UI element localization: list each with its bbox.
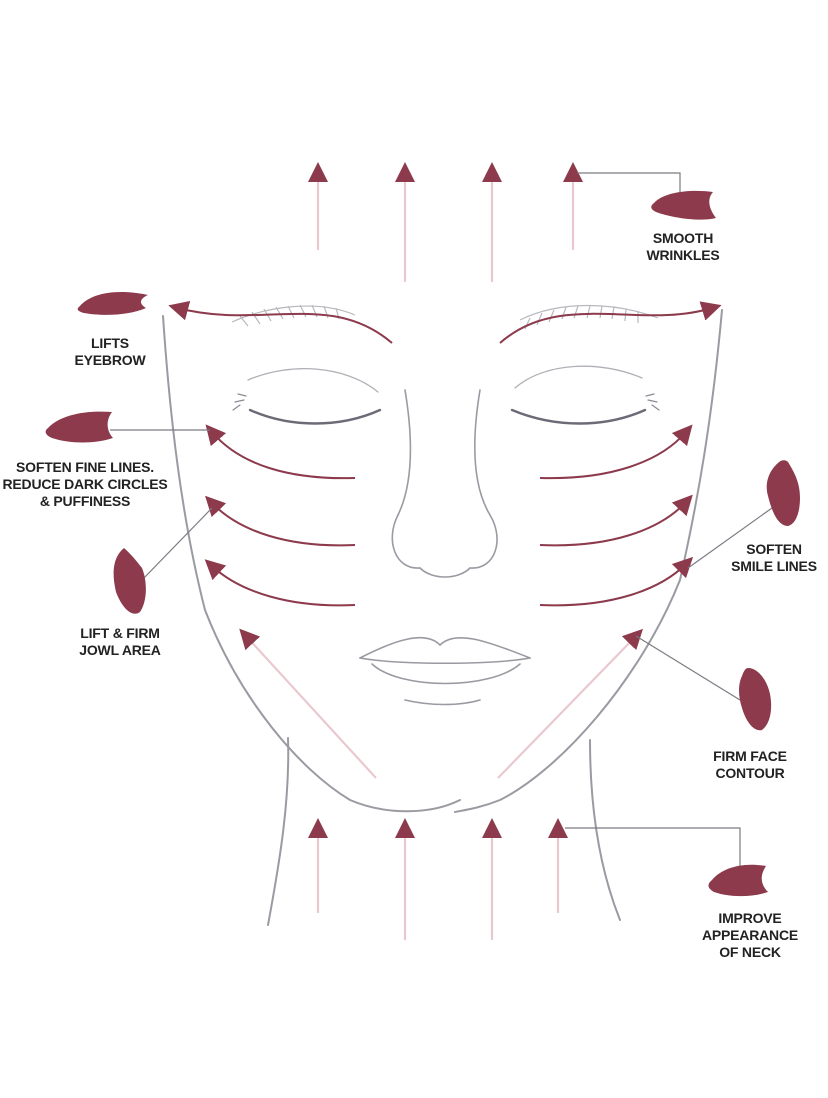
label-lifts-eyebrow: LIFTS EYEBROW — [55, 335, 165, 369]
leader-jowl — [141, 507, 213, 581]
leader-smile-lines — [687, 507, 773, 569]
label-line: SOFTEN FINE LINES. — [16, 459, 154, 475]
eyebrows — [231, 304, 659, 330]
neck-left — [267, 737, 290, 926]
leader-smooth-wrinkles — [577, 172, 681, 195]
brow-arrow-left — [168, 300, 393, 344]
jaw-arrow-right — [497, 628, 643, 779]
gua-sha-stone-icon — [113, 548, 146, 614]
label-firm-face-contour: FIRM FACE CONTOUR — [695, 748, 805, 782]
gua-sha-stone-icon — [651, 190, 716, 220]
label-line: FIRM FACE — [713, 748, 787, 764]
cheek-arrows — [204, 424, 694, 607]
cheek-arrow-left — [205, 495, 356, 547]
gua-sha-stone-icon — [77, 292, 148, 315]
cheek-arrow-left — [205, 424, 356, 480]
label-line: LIFT & FIRM — [80, 625, 160, 641]
forehead-arrows — [308, 162, 583, 282]
label-line: & PUFFINESS — [39, 493, 131, 509]
face-right-edge — [454, 309, 723, 813]
label-line: JOWL AREA — [79, 642, 161, 658]
jaw-arrows — [239, 628, 643, 779]
leader-lines — [110, 172, 773, 868]
gua-sha-stones — [45, 190, 800, 897]
leader-neck — [565, 827, 741, 868]
eyebrow-right — [519, 304, 659, 330]
label-line: WRINKLES — [646, 247, 720, 263]
label-line: SMILE LINES — [731, 558, 817, 574]
label-improve-neck: IMPROVE APPEARANCE OF NECK — [690, 910, 810, 961]
label-smooth-wrinkles: SMOOTH WRINKLES — [628, 230, 738, 264]
label-line: APPEARANCE — [701, 927, 798, 943]
leader-firm-contour — [635, 635, 741, 701]
gua-sha-stone-icon — [45, 411, 113, 443]
lashes-left — [232, 393, 247, 411]
nose — [391, 389, 498, 578]
cheek-arrow-right — [539, 424, 693, 480]
brow-arrow-right — [499, 301, 722, 344]
label-line: SOFTEN — [746, 541, 802, 557]
eye-lid-left — [247, 368, 379, 393]
cheek-arrow-right — [539, 556, 694, 607]
label-line: IMPROVE — [718, 910, 782, 926]
label-lift-firm-jowl: LIFT & FIRM JOWL AREA — [65, 625, 175, 659]
jaw-arrow-left — [239, 628, 377, 779]
label-line: REDUCE DARK CIRCLES — [2, 476, 168, 492]
label-line: OF NECK — [719, 944, 781, 960]
cheek-arrow-right — [539, 494, 693, 547]
mouth — [359, 636, 531, 706]
face-outline — [162, 309, 723, 926]
label-line: LIFTS — [91, 335, 129, 351]
face-left-edge — [162, 315, 461, 813]
label-line: CONTOUR — [715, 765, 785, 781]
eye-left — [248, 408, 382, 425]
gua-sha-stone-icon — [708, 864, 768, 897]
neck-right — [589, 739, 621, 921]
label-line: SMOOTH — [652, 230, 714, 246]
label-soften-smile-lines: SOFTEN SMILE LINES — [720, 541, 828, 575]
lashes-right — [645, 393, 660, 411]
eye-right — [510, 408, 647, 425]
eye-lid-right — [514, 365, 643, 389]
gua-sha-stone-icon — [766, 460, 800, 526]
gua-sha-stone-icon — [739, 668, 772, 731]
label-line: EYEBROW — [74, 352, 146, 368]
brow-arrows — [168, 300, 722, 344]
label-soften-fine-lines: SOFTEN FINE LINES. REDUCE DARK CIRCLES &… — [0, 459, 170, 510]
cheek-arrow-left — [204, 559, 356, 607]
neck-arrows — [308, 818, 568, 940]
eyes — [232, 365, 660, 425]
